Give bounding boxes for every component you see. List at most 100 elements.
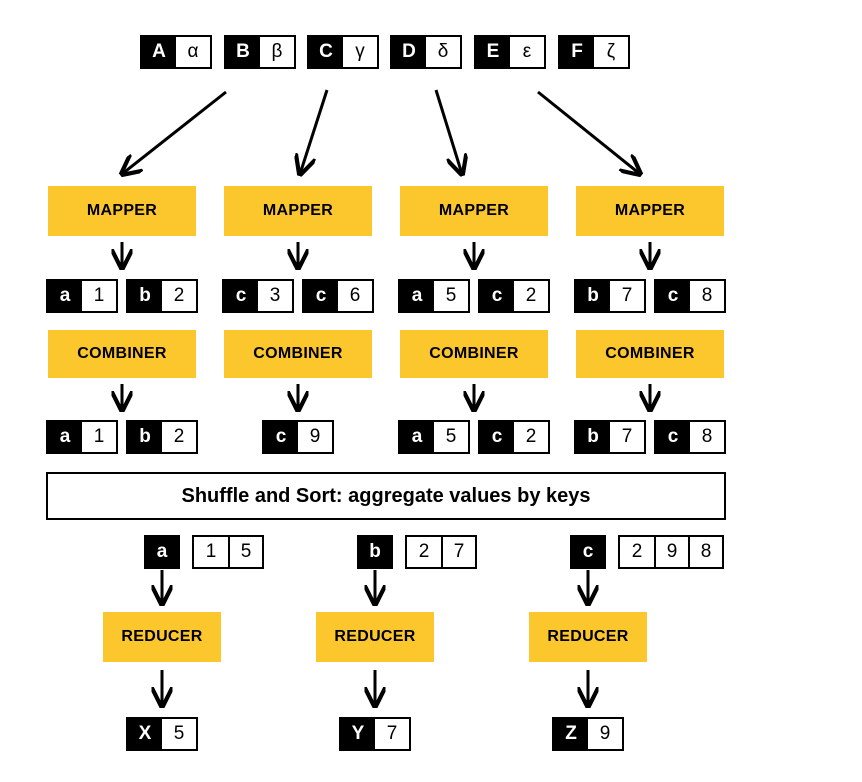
- pair-value: 5: [434, 281, 468, 311]
- arrow-input-to-mapper-1: [122, 90, 227, 174]
- group-key-label: a: [146, 537, 178, 567]
- arrow-input-to-mapper-3: [434, 89, 462, 174]
- input-value: γ: [343, 37, 377, 67]
- arrow-input-to-mapper-2: [300, 89, 329, 174]
- combiner-output-pair: a 1: [46, 420, 118, 454]
- pair-key: a: [48, 281, 82, 311]
- combiner-output-pair: a 5: [398, 420, 470, 454]
- output-key: Y: [341, 719, 375, 749]
- pair-key: b: [576, 422, 610, 452]
- group-value: 5: [228, 537, 262, 567]
- mapper-box: MAPPER: [576, 186, 724, 236]
- combiner-output-pair: b 7: [574, 420, 646, 454]
- group-key: a: [144, 535, 180, 569]
- input-key: C: [309, 37, 343, 67]
- pair-value: 2: [162, 281, 196, 311]
- output-key: Z: [554, 719, 588, 749]
- mapper-output-pair: c 6: [302, 279, 374, 313]
- combiner-output-pair: c 2: [478, 420, 550, 454]
- pair-key: a: [48, 422, 82, 452]
- input-pair: E ε: [474, 35, 546, 69]
- combiner-box: COMBINER: [576, 330, 724, 378]
- pair-key: c: [656, 281, 690, 311]
- group-key: b: [357, 535, 393, 569]
- mapper-output-pair: c 2: [478, 279, 550, 313]
- mapper-output-pair: a 1: [46, 279, 118, 313]
- input-pair: C γ: [307, 35, 379, 69]
- pair-key: c: [480, 281, 514, 311]
- group-value: 2: [407, 537, 441, 567]
- group-value: 8: [688, 537, 722, 567]
- group-values: 2 7: [405, 535, 477, 569]
- input-pair: D δ: [390, 35, 462, 69]
- group-values: 1 5: [192, 535, 264, 569]
- input-pair: B β: [224, 35, 296, 69]
- pair-key: c: [480, 422, 514, 452]
- pair-value: 8: [690, 422, 724, 452]
- group-value: 2: [620, 537, 654, 567]
- combiner-output-pair: c 9: [262, 420, 334, 454]
- pair-value: 6: [338, 281, 372, 311]
- output-pair: Z 9: [552, 717, 624, 751]
- combiner-box: COMBINER: [48, 330, 196, 378]
- pair-value: 5: [434, 422, 468, 452]
- pair-key: c: [656, 422, 690, 452]
- pair-value: 8: [690, 281, 724, 311]
- output-value: 9: [588, 719, 622, 749]
- input-key: E: [476, 37, 510, 67]
- input-pair: F ζ: [558, 35, 630, 69]
- pair-value: 1: [82, 281, 116, 311]
- input-key: B: [226, 37, 260, 67]
- pair-key: a: [400, 281, 434, 311]
- pair-value: 7: [610, 281, 644, 311]
- input-key: F: [560, 37, 594, 67]
- mapper-output-pair: b 2: [126, 279, 198, 313]
- input-value: β: [260, 37, 294, 67]
- pair-key: c: [264, 422, 298, 452]
- pair-key: b: [128, 281, 162, 311]
- group-value: 9: [654, 537, 688, 567]
- combiner-output-pair: b 2: [126, 420, 198, 454]
- mapper-box: MAPPER: [400, 186, 548, 236]
- input-value: ζ: [594, 37, 628, 67]
- output-value: 5: [162, 719, 196, 749]
- mapper-output-pair: b 7: [574, 279, 646, 313]
- pair-value: 1: [82, 422, 116, 452]
- mapper-output-pair: a 5: [398, 279, 470, 313]
- input-value: α: [176, 37, 210, 67]
- reducer-box: REDUCER: [529, 612, 647, 662]
- pair-key: b: [128, 422, 162, 452]
- pair-value: 3: [258, 281, 292, 311]
- group-value: 7: [441, 537, 475, 567]
- input-pair: A α: [140, 35, 212, 69]
- group-key-label: b: [359, 537, 391, 567]
- pair-key: c: [304, 281, 338, 311]
- reducer-box: REDUCER: [103, 612, 221, 662]
- group-values: 2 9 8: [618, 535, 724, 569]
- pair-value: 2: [514, 422, 548, 452]
- pair-key: a: [400, 422, 434, 452]
- group-key-label: c: [572, 537, 604, 567]
- combiner-box: COMBINER: [400, 330, 548, 378]
- reducer-box: REDUCER: [316, 612, 434, 662]
- output-pair: X 5: [126, 717, 198, 751]
- pair-value: 7: [610, 422, 644, 452]
- pair-value: 2: [162, 422, 196, 452]
- combiner-box: COMBINER: [224, 330, 372, 378]
- output-value: 7: [375, 719, 409, 749]
- group-value: 1: [194, 537, 228, 567]
- mapper-output-pair: c 3: [222, 279, 294, 313]
- input-value: δ: [426, 37, 460, 67]
- pair-value: 9: [298, 422, 332, 452]
- combiner-output-pair: c 8: [654, 420, 726, 454]
- output-key: X: [128, 719, 162, 749]
- group-key: c: [570, 535, 606, 569]
- mapper-output-pair: c 8: [654, 279, 726, 313]
- mapper-box: MAPPER: [224, 186, 372, 236]
- mapper-box: MAPPER: [48, 186, 196, 236]
- pair-key: b: [576, 281, 610, 311]
- input-value: ε: [510, 37, 544, 67]
- output-pair: Y 7: [339, 717, 411, 751]
